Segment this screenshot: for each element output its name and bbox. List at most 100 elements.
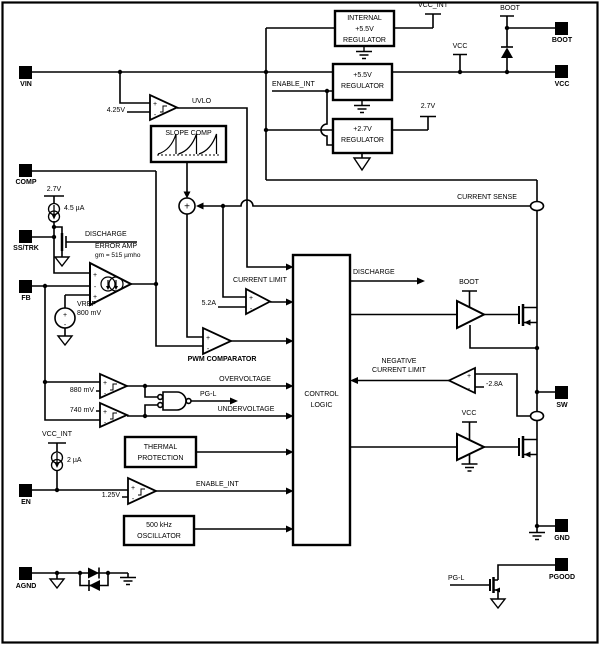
boot-pin (555, 22, 568, 35)
en-pin-label: EN (21, 499, 31, 506)
uvlo-net-label: UVLO (192, 98, 212, 105)
vcc-pin-label: VCC (554, 81, 570, 88)
oscillator-line2: OSCILLATOR (137, 533, 181, 540)
pgood-mosfet (489, 577, 495, 593)
vcc-int-en-label: VCC_INT (42, 431, 72, 438)
vcc-int-top-wire (393, 13, 441, 29)
ea-minus: - (94, 284, 97, 291)
regulator-5v5-line1: +5.5V (353, 72, 372, 79)
regulator-5v5-line2: REGULATOR (341, 83, 384, 90)
slope-comp-title: SLOPE COMP (165, 130, 212, 137)
reg-2v7-ground (352, 157, 372, 172)
neg-limit-wires (357, 373, 530, 417)
vcc-tap-label: VCC (452, 43, 468, 50)
agnd-earth-ground (120, 576, 136, 586)
pg-l-out-label: PG-L (200, 391, 217, 398)
neg-limit-label-line1: NEGATIVE (381, 358, 417, 365)
uv-minus: - (104, 420, 107, 427)
arrow-pwm (286, 337, 294, 345)
pwm-comparator-label: PWM COMPARATOR (187, 356, 257, 363)
pwm-comparator (202, 326, 234, 356)
summing-output-wire (186, 214, 203, 338)
vcc-pin (555, 65, 568, 78)
arrow-current-limit (286, 298, 294, 306)
arrow-discharge-out (417, 277, 425, 285)
gm-symbol (100, 276, 124, 292)
pg-l-gate-label: PG-L (448, 575, 465, 582)
gnd-pin (555, 519, 568, 532)
internal-regulator-line3: REGULATOR (343, 37, 386, 44)
current-sense-wire (203, 199, 530, 298)
boot-driver-label: BOOT (459, 279, 479, 286)
pg-nand-gate (157, 391, 192, 411)
sw-pin (555, 386, 568, 399)
agnd-pin (19, 567, 32, 580)
ov-plus: + (103, 380, 107, 387)
uv-hysteresis-icon (110, 412, 117, 420)
current-limit-label: CURRENT LIMIT (233, 277, 287, 284)
enable-int-top-label: ENABLE_INT (272, 81, 315, 88)
en-pin (19, 484, 32, 497)
internal-regulator-line2: +5.5V (355, 26, 374, 33)
comp-net-wire (32, 170, 203, 347)
en-minus: - (132, 496, 135, 503)
negative-current-limit-comparator (446, 366, 476, 395)
vin-pin-label: VIN (20, 81, 32, 88)
comp-pin-label: COMP (15, 179, 37, 186)
vin-pin (19, 66, 32, 79)
vref-wire (64, 294, 90, 336)
ref-stub-wires (96, 111, 484, 498)
ea-plus-bot: + (93, 294, 97, 301)
arrow-enable-int (286, 487, 294, 495)
ea-plus-top: + (93, 272, 97, 279)
arrow-undervoltage (286, 412, 294, 420)
uvlo-ref-label: 4.25V (106, 107, 125, 114)
neg-limit-ref-label: -2.8A (486, 381, 503, 388)
en-current-arrow (54, 462, 60, 468)
ov-minus: - (104, 391, 107, 398)
rail-2v7-wire (392, 115, 436, 131)
rail-2v7-label: 2.7V (420, 103, 436, 110)
slope-comp-waveform (157, 133, 220, 156)
current-sense-label: CURRENT SENSE (457, 194, 517, 201)
overvoltage-label: OVERVOLTAGE (219, 376, 271, 383)
boot-diode (501, 46, 513, 58)
discharge-out-label: DISCHARGE (353, 269, 395, 276)
neg-limit-label-line2: CURRENT LIMIT (372, 367, 426, 374)
agnd-diode-pair (88, 567, 100, 591)
undervoltage-wire (127, 404, 287, 417)
vref-label-line2: 800 mV (77, 310, 102, 317)
pgood-pin-label: PGOOD (548, 574, 576, 581)
discharge-mosfet-ground (53, 256, 71, 268)
internal-regulator-box (333, 9, 396, 48)
vref-source (54, 307, 76, 329)
cl-plus: + (249, 295, 253, 302)
arrow-uvlo (286, 263, 294, 271)
ls-driver-wires (350, 421, 519, 464)
current-limit-comparator (245, 287, 272, 316)
internal-regulator-text: INTERNAL +5.5V REGULATOR (335, 13, 394, 46)
fb-net-wire (32, 285, 100, 421)
ls-driver-ground (461, 463, 478, 472)
arrow-thermal (286, 448, 294, 456)
boot-pin-label: BOOT (551, 37, 573, 44)
oscillator-text: 500 kHz OSCILLATOR (124, 520, 194, 542)
uvlo-hysteresis-icon (160, 105, 167, 113)
ss-trk-pin (19, 230, 32, 243)
regulator-5v5-text: +5.5V REGULATOR (333, 70, 392, 92)
discharge-gate-label: DISCHARGE (85, 231, 127, 238)
ls-current-sense-element (529, 410, 545, 422)
error-amp-gm-label: gm = 515 µmho (95, 252, 141, 259)
oscillator-box (122, 514, 196, 547)
en-plus: + (131, 485, 135, 492)
regulator-2v7-text: +2.7V REGULATOR (333, 124, 392, 146)
enable-int-top-wire (272, 90, 333, 146)
error-amp-triangle (89, 261, 134, 307)
arrow-slope-comp (183, 191, 191, 199)
thermal-line1: THERMAL (143, 444, 178, 451)
uvlo-minus: - (154, 112, 157, 119)
uv-plus: + (103, 409, 107, 416)
undervoltage-label: UNDERVOLTAGE (217, 406, 275, 413)
uvlo-net-wire (177, 107, 287, 268)
boot-net-wire (500, 15, 555, 72)
